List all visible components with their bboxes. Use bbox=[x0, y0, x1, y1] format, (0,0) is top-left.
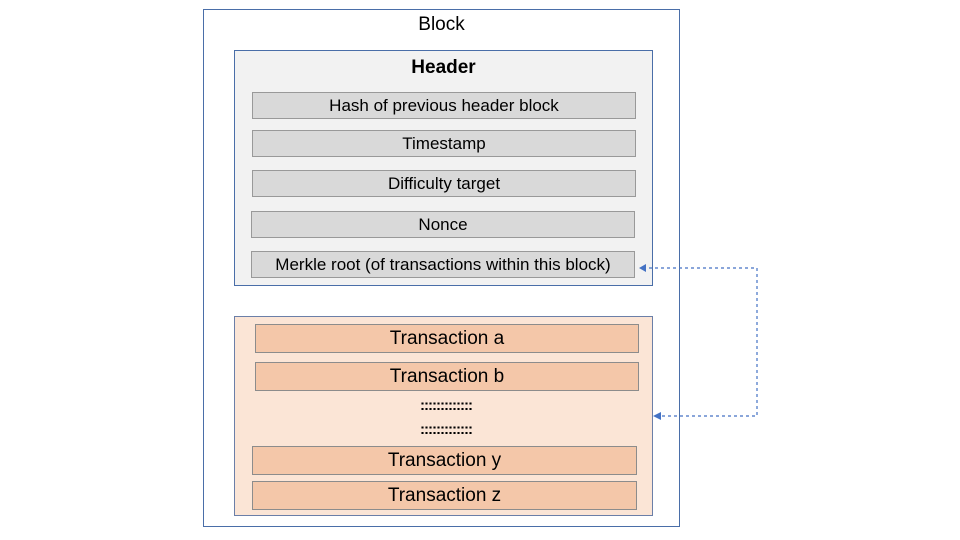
block-title: Block bbox=[418, 14, 465, 35]
header-field-timestamp: Timestamp bbox=[252, 130, 636, 157]
arrowhead-left-icon bbox=[653, 412, 661, 420]
transactions-ellipsis: ::::::::::::: bbox=[420, 421, 473, 438]
header-panel bbox=[234, 50, 653, 286]
transaction-item: Transaction z bbox=[252, 481, 637, 510]
header-field-difficulty-target: Difficulty target bbox=[252, 170, 636, 197]
transaction-item: Transaction y bbox=[252, 446, 637, 475]
header-field-merkle-root: Merkle root (of transactions within this… bbox=[251, 251, 635, 278]
merkle-link-path bbox=[639, 264, 758, 417]
transactions-ellipsis: ::::::::::::: bbox=[420, 397, 473, 414]
transaction-item: Transaction a bbox=[255, 324, 639, 353]
header-title: Header bbox=[411, 57, 476, 78]
transaction-item: Transaction b bbox=[255, 362, 639, 391]
header-field-nonce: Nonce bbox=[251, 211, 635, 238]
header-field-prev-hash: Hash of previous header block bbox=[252, 92, 636, 119]
